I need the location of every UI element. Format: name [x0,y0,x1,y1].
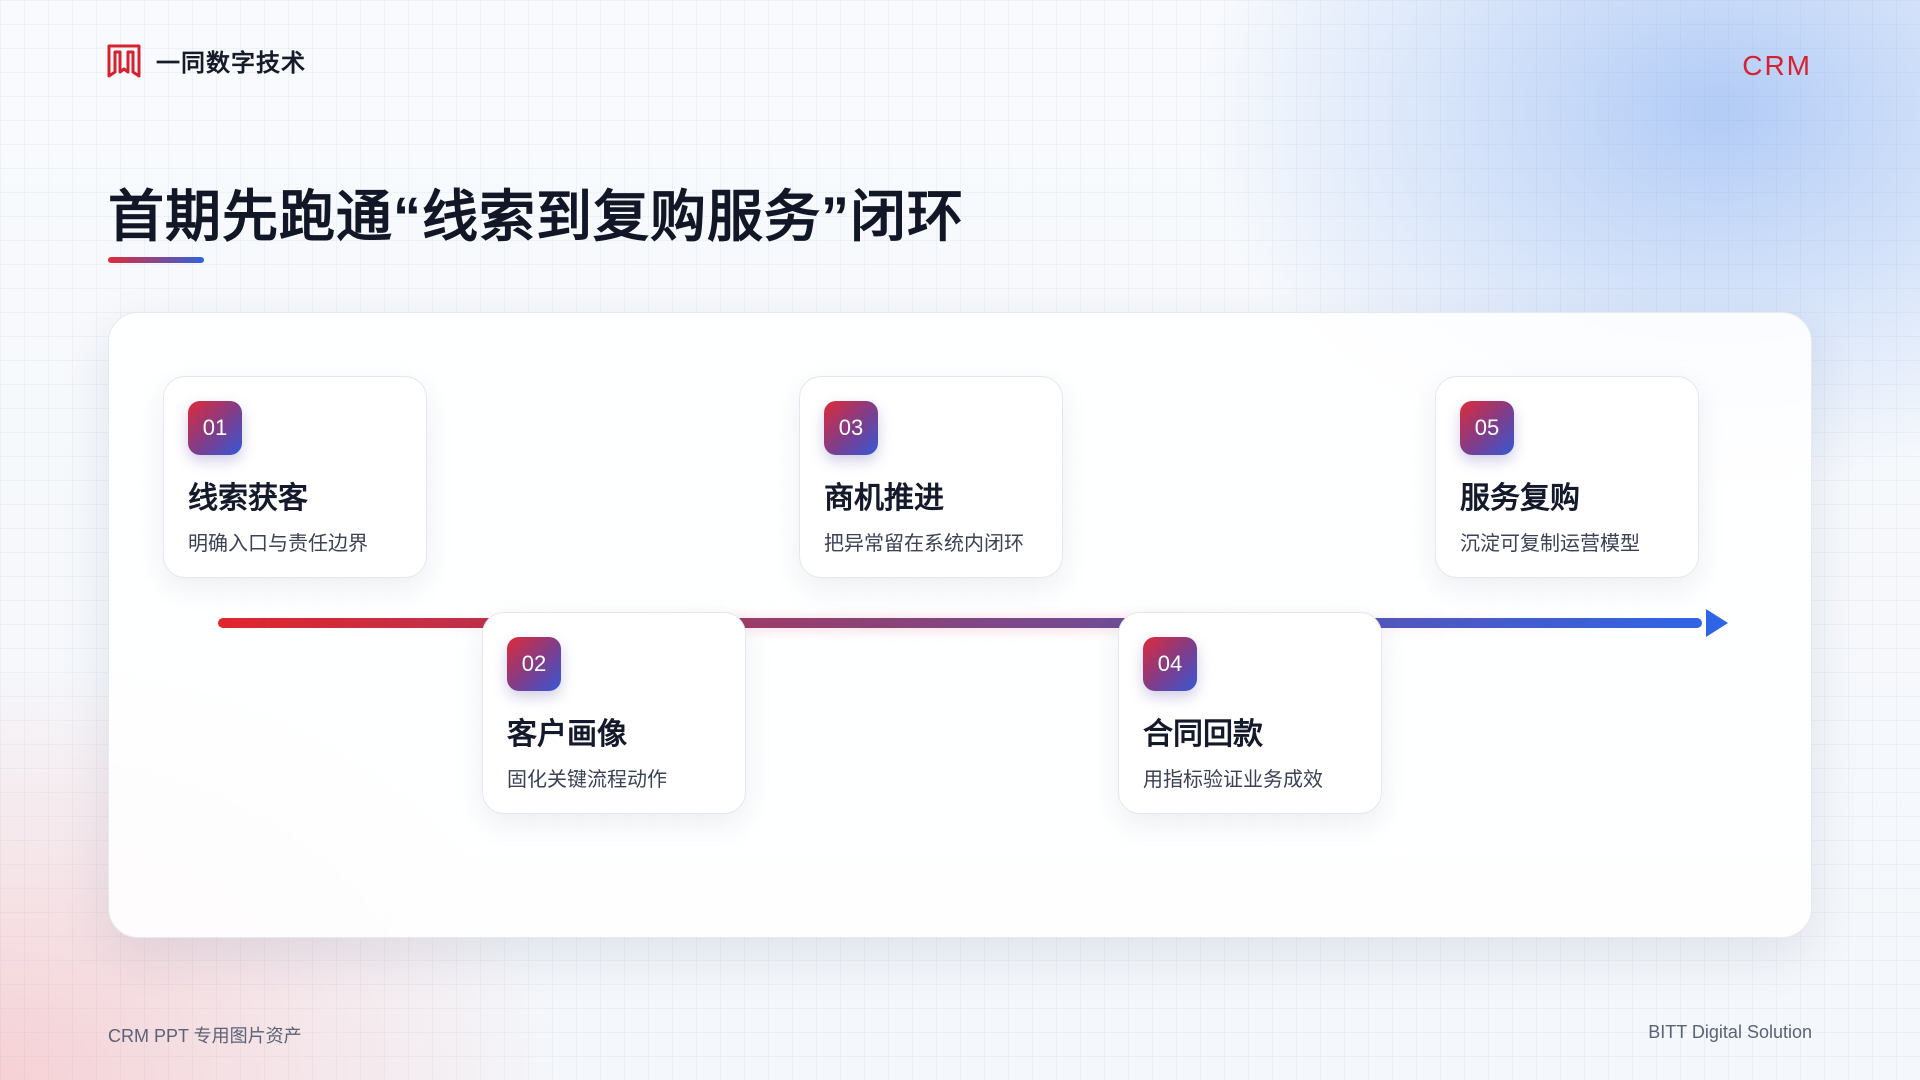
title-underline [108,257,204,263]
step-card-4: 04 合同回款 用指标验证业务成效 [1118,612,1382,814]
step-card-2: 02 客户画像 固化关键流程动作 [482,612,746,814]
step-number-badge: 02 [507,637,561,691]
step-number-badge: 04 [1143,637,1197,691]
footer-caption: CRM PPT 专用图片资产 [108,1026,302,1046]
step-number-badge: 03 [824,401,878,455]
footer-company: BITT Digital Solution [1648,1022,1812,1042]
timeline-arrow-icon [1706,609,1728,637]
step-description: 沉淀可复制运营模型 [1460,533,1640,555]
page-title: 首期先跑通“线索到复购服务”闭环 [108,185,964,248]
step-card-5: 05 服务复购 沉淀可复制运营模型 [1435,376,1699,578]
step-card-3: 03 商机推进 把异常留在系统内闭环 [799,376,1063,578]
brand-mark-icon [107,44,141,78]
step-title: 合同回款 [1143,718,1263,751]
step-description: 明确入口与责任边界 [188,533,368,555]
brand-logo: 一同数字技术 [106,42,306,78]
step-description: 把异常留在系统内闭环 [824,533,1024,555]
step-title: 服务复购 [1460,482,1580,515]
timeline-bar [218,618,1702,628]
step-description: 固化关键流程动作 [507,769,667,791]
step-title: 线索获客 [188,482,308,515]
step-card-1: 01 线索获客 明确入口与责任边界 [163,376,427,578]
step-description: 用指标验证业务成效 [1143,769,1323,791]
step-number-badge: 01 [188,401,242,455]
step-title: 客户画像 [507,718,627,751]
brand-name: 一同数字技术 [156,49,306,77]
step-title: 商机推进 [824,482,944,515]
product-tag: CRM [1742,50,1812,81]
step-number-badge: 05 [1460,401,1514,455]
